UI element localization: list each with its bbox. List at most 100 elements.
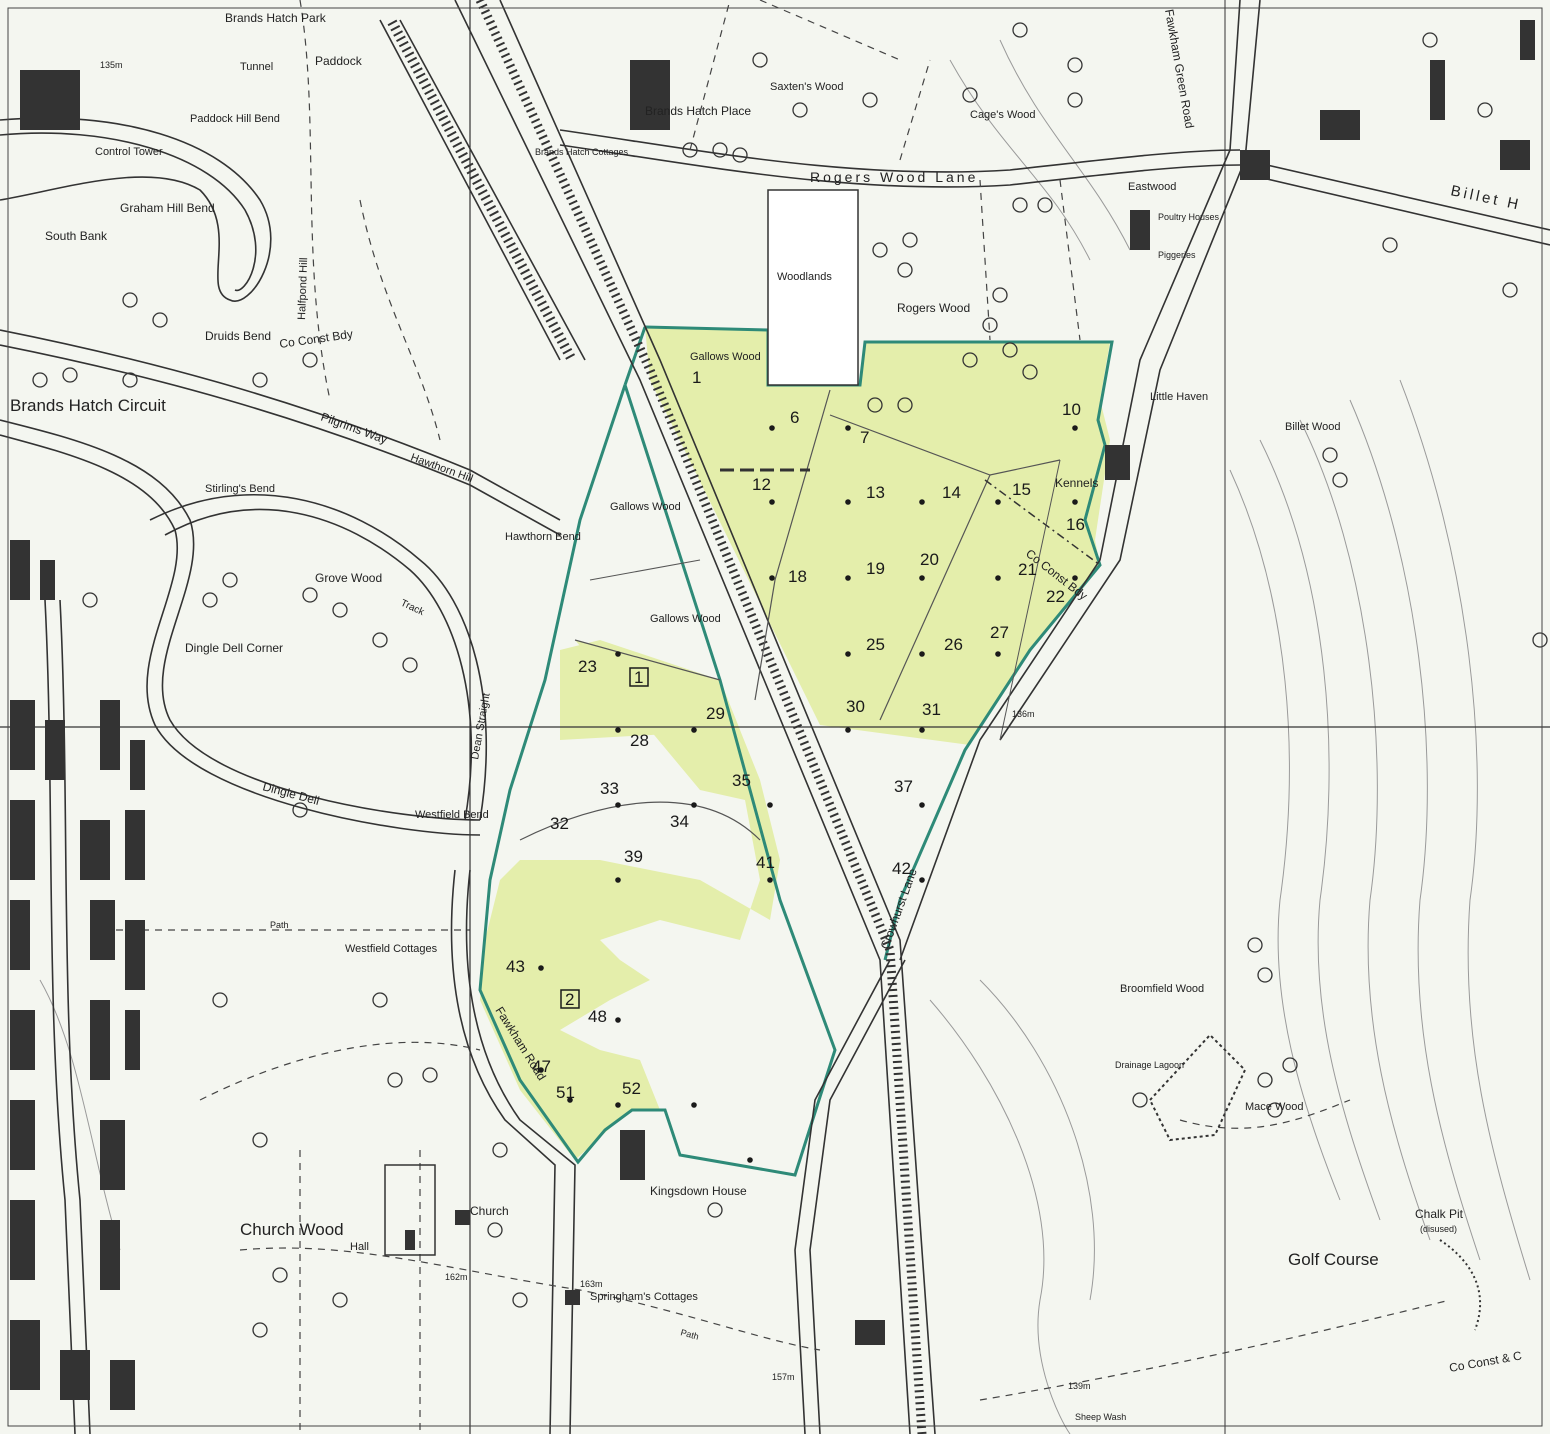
label-gallows-wood-mid: Gallows Wood: [610, 501, 681, 513]
plot-number-41: 41: [756, 853, 775, 872]
label-sheep-wash: Sheep Wash: [1075, 1412, 1126, 1422]
building-church: [455, 1210, 470, 1225]
tree-symbols: [32, 22, 1548, 1338]
building-brands-hatch-place: [630, 60, 670, 130]
plot-number-10: 10: [1062, 400, 1081, 419]
spot-height-6: 139m: [1068, 1381, 1091, 1391]
plot-number-37: 37: [894, 777, 913, 796]
building-south: [855, 1320, 885, 1345]
label-brands-hatch-circuit: Brands Hatch Circuit: [10, 396, 166, 415]
plot-number-18: 18: [788, 567, 807, 586]
building-springhams: [565, 1290, 580, 1305]
site-area-west-strip: [560, 640, 740, 740]
label-little-haven: Little Haven: [1150, 391, 1208, 403]
plot-number-22: 22: [1046, 587, 1065, 606]
spot-height-1: 135m: [100, 60, 123, 70]
plot-divisions: [519, 389, 1101, 841]
buildings: [20, 20, 1535, 1345]
plot-number-13: 13: [866, 483, 885, 502]
spot-height-3: 162m: [445, 1272, 468, 1282]
label-mace-wood: Mace Wood: [1245, 1101, 1304, 1113]
label-graham-hill-bend: Graham Hill Bend: [120, 201, 215, 215]
label-westfield-cottages: Westfield Cottages: [345, 943, 438, 955]
label-broomfield-wood: Broomfield Wood: [1120, 983, 1204, 995]
plot-markers: 1 6 7 10 12 13 14 15 16 18 19 20 21 22 2…: [506, 368, 1085, 1163]
plot-number-48: 48: [588, 1007, 607, 1026]
label-cages-wood: Cage's Wood: [970, 109, 1036, 121]
building-ne-3: [1320, 110, 1360, 140]
paths: [90, 0, 1451, 1434]
plot-number-42: 42: [892, 859, 911, 878]
contour-lines: [39, 39, 1531, 1434]
boundary-west: [478, 384, 837, 1177]
village-west: [10, 540, 145, 1410]
site-area-south: [480, 640, 780, 1160]
label-rogers-wood-lane: Rogers Wood Lane: [810, 169, 978, 185]
plot-number-34: 34: [670, 812, 689, 831]
label-halfpond-hill: Halfpond Hill: [296, 257, 310, 320]
label-brands-hatch-cottages: Brands Hatch Cottages: [535, 147, 629, 157]
plot-number-27: 27: [990, 623, 1009, 642]
site-area: [480, 327, 1110, 1160]
plot-number-15: 15: [1012, 480, 1031, 499]
plot-number-6: 6: [790, 408, 799, 427]
spot-height-4: 163m: [580, 1279, 603, 1289]
label-church-wood: Church Wood: [240, 1220, 344, 1239]
building-hall: [405, 1230, 415, 1250]
hall-grounds: [384, 1164, 436, 1256]
label-drainage-lagoon: Drainage Lagoon: [1115, 1060, 1184, 1070]
boxed-marker-2-frame: [560, 989, 580, 1009]
label-druids-bend: Druids Bend: [205, 329, 271, 343]
plot-number-29: 29: [706, 704, 725, 723]
label-poultry-houses: Poultry Houses: [1158, 212, 1220, 222]
label-piggeries: Piggeries: [1158, 250, 1196, 260]
plot-number-26: 26: [944, 635, 963, 654]
building-ne-4: [1240, 150, 1270, 180]
plot-number-14: 14: [942, 483, 961, 502]
drainage-lagoon: [1148, 1033, 1247, 1142]
label-stirlings-bend: Stirling's Bend: [205, 483, 275, 495]
label-springhams-cottages: Springham's Cottages: [590, 1291, 698, 1303]
plot-number-7: 7: [860, 428, 869, 447]
label-paddock-hill-bend: Paddock Hill Bend: [190, 113, 280, 125]
map-frame: [7, 7, 1543, 1427]
label-south-bank: South Bank: [45, 229, 108, 243]
spot-height-2: 136m: [1012, 709, 1035, 719]
label-golf-course: Golf Course: [1288, 1250, 1379, 1269]
label-billet-wood: Billet Wood: [1285, 421, 1340, 433]
plot-number-43: 43: [506, 957, 525, 976]
boxed-marker-2: 2: [565, 990, 574, 1009]
chalk-pit: [1439, 1239, 1481, 1331]
site-area-north: [645, 327, 1110, 745]
building-paddock-nw: [20, 70, 80, 130]
woodlands-plot: [767, 189, 859, 386]
label-path-west: Path: [270, 920, 289, 930]
building-ne-2: [1430, 60, 1445, 120]
plot-number-16: 16: [1066, 515, 1085, 534]
label-brands-hatch-park: Brands Hatch Park: [225, 11, 327, 25]
plot-number-52: 52: [622, 1079, 641, 1098]
label-gallows-wood-north: Gallows Wood: [690, 351, 761, 363]
building-kingsdown-house: [620, 1130, 645, 1180]
label-path-south: Path: [679, 1327, 699, 1341]
label-kennels: Kennels: [1055, 476, 1098, 490]
plot-number-47: 47: [532, 1057, 551, 1076]
plot-number-1: 1: [692, 368, 701, 387]
label-westfield-bend: Westfield Bend: [415, 809, 489, 821]
building-poultry-houses: [1130, 210, 1150, 250]
label-kingsdown-house: Kingsdown House: [650, 1184, 747, 1198]
label-grove-wood: Grove Wood: [315, 571, 382, 585]
label-gallows-wood-south: Gallows Wood: [650, 613, 721, 625]
plot-number-19: 19: [866, 559, 885, 578]
plot-number-33: 33: [600, 779, 619, 798]
label-chalk-pit-note: (disused): [1420, 1224, 1457, 1234]
label-brands-hatch-place: Brands Hatch Place: [645, 104, 751, 118]
plot-number-31: 31: [922, 700, 941, 719]
plot-number-30: 30: [846, 697, 865, 716]
race-circuit: [0, 117, 488, 836]
label-hall: Hall: [350, 1241, 369, 1253]
plot-number-20: 20: [920, 550, 939, 569]
plot-number-21: 21: [1018, 560, 1037, 579]
label-church: Church: [470, 1204, 509, 1218]
label-woodlands: Woodlands: [777, 271, 832, 283]
